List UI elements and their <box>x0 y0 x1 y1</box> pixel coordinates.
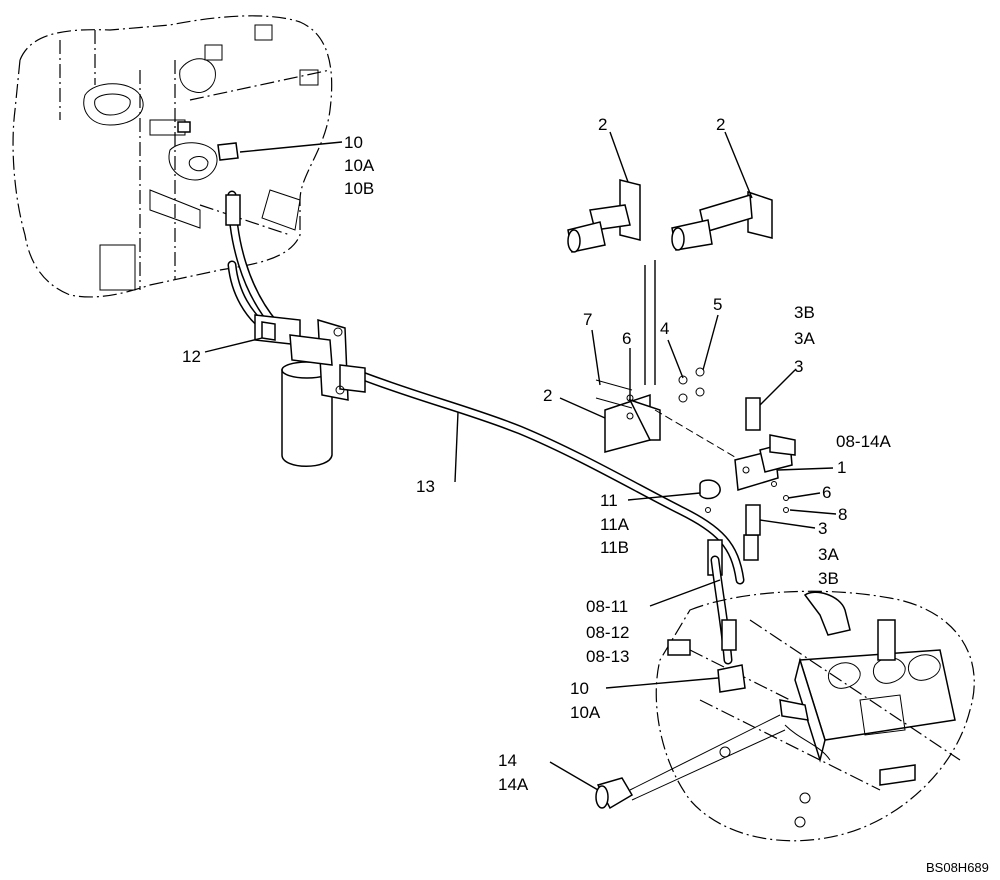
callout-6-top: 6 <box>622 329 631 348</box>
callout-8: 8 <box>838 505 847 524</box>
callout-2-b: 2 <box>716 115 725 134</box>
engine-housing-phantom <box>12 15 333 298</box>
control-valve-phantom <box>655 590 975 842</box>
callout-4: 4 <box>660 319 669 338</box>
callout-2-c: 2 <box>543 386 552 405</box>
callout-1: 1 <box>837 458 846 477</box>
elbow-14 <box>595 714 786 810</box>
callout-08-14a: 08-14A <box>836 432 891 451</box>
callout-12: 12 <box>182 347 201 366</box>
callout-7: 7 <box>583 310 592 329</box>
drawing-code: BS08H689 <box>926 860 989 875</box>
callout-5: 5 <box>713 295 722 314</box>
callout-13: 13 <box>416 477 435 496</box>
callout-6-mid: 6 <box>822 483 831 502</box>
switch-bracket-a <box>567 179 641 253</box>
filter-12 <box>254 314 366 467</box>
switch-bracket-b <box>671 190 773 251</box>
valve-bracket-assembly <box>595 367 796 536</box>
hose-to-valve <box>710 555 737 665</box>
callout-2-a: 2 <box>598 115 607 134</box>
leader-lines <box>204 131 837 791</box>
